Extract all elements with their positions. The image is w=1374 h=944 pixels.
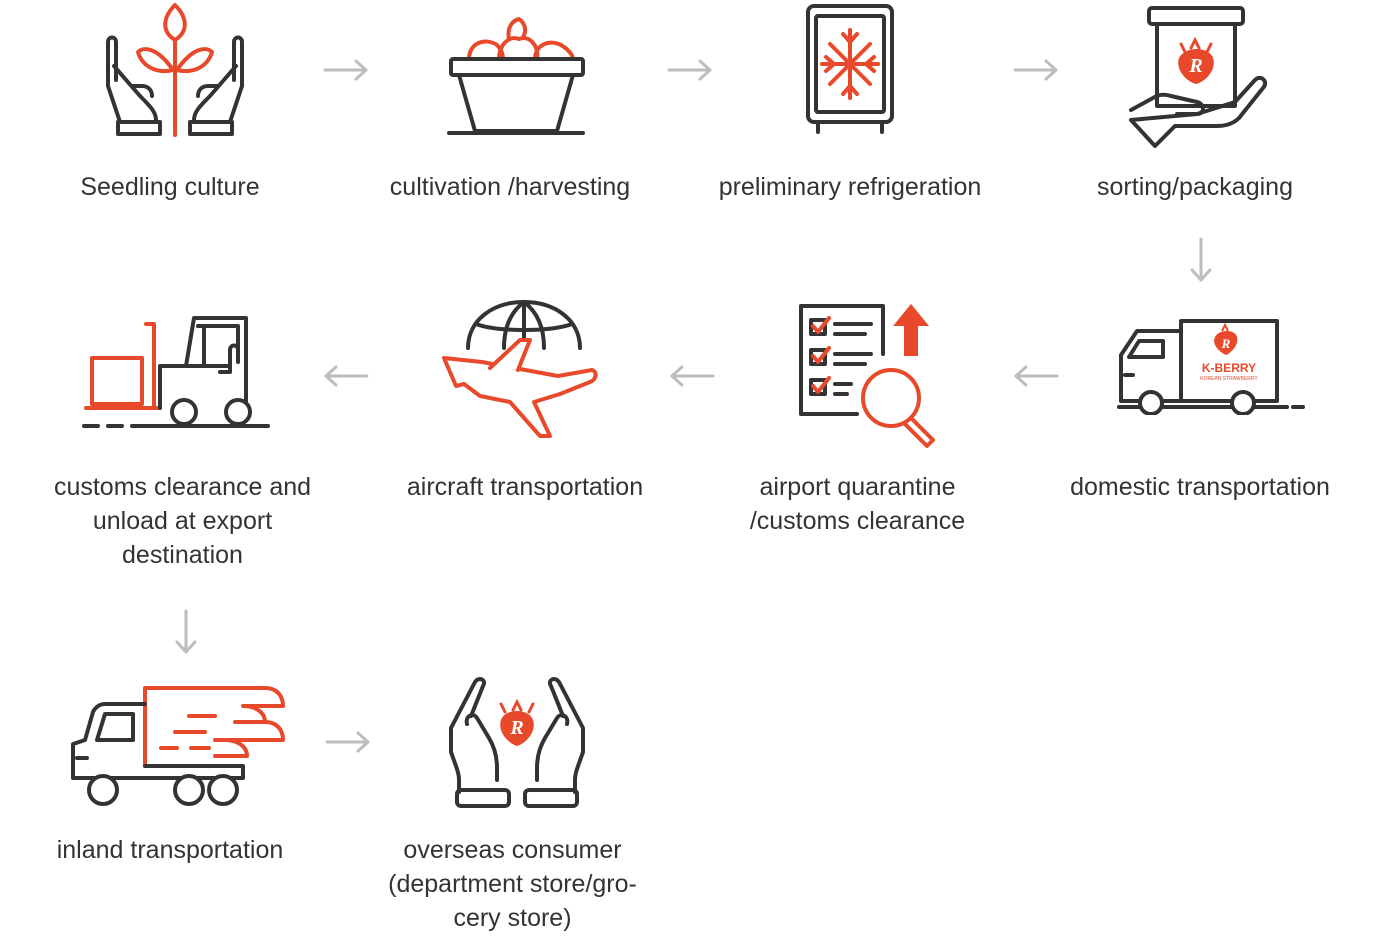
hands-strawberry-icon: R	[449, 677, 585, 808]
kberry-truck-icon: R K-BERRY KOREAN STRAWBERRY	[1117, 319, 1305, 415]
fast-truck-icon	[71, 686, 285, 806]
down-arrow-icon	[175, 609, 197, 654]
forklift-icon	[82, 316, 270, 428]
right-arrow-icon	[323, 59, 368, 81]
kberry-logo-icon: R	[1178, 36, 1214, 84]
step-label-seedling-culture: Seedling culture	[80, 173, 260, 201]
left-arrow-icon	[670, 365, 715, 387]
step-label-domestic-transportation: domestic transportation	[1070, 473, 1330, 501]
down-arrow-icon	[1190, 237, 1212, 282]
airplane-globe-icon	[442, 300, 598, 438]
plant-in-hands-icon	[106, 3, 244, 137]
svg-text:K-BERRY: K-BERRY	[1202, 361, 1256, 375]
kberry-logo-icon: R	[499, 698, 535, 746]
upload-arrow-icon	[893, 304, 929, 356]
right-arrow-icon	[1013, 59, 1058, 81]
step-label-preliminary-refrigeration: preliminary refrigeration	[718, 173, 982, 201]
step-label-airport-quarantine: airport quarantine /customs clearance	[749, 473, 966, 535]
kberry-logo-icon: R K-BERRY KOREAN STRAWBERRY	[1200, 322, 1258, 382]
step-label-aircraft-transportation: aircraft transportation	[406, 473, 644, 501]
step-label-overseas-consumer: overseas consumer (department store/gro-…	[388, 836, 637, 932]
svg-text:R: R	[1221, 336, 1231, 351]
step-label-customs-clearance-unload: customs clearance and unload at export d…	[53, 473, 312, 569]
refrigerator-snowflake-icon	[806, 4, 894, 134]
step-label-cultivation-harvesting: cultivation /harvesting	[389, 173, 631, 201]
package-in-hand-icon: R	[1129, 6, 1268, 148]
step-label-sorting-packaging: sorting/packaging	[1097, 173, 1293, 201]
fruit-basket-icon	[447, 17, 585, 135]
svg-text:R: R	[1188, 55, 1202, 77]
step-label-inland-transportation: inland transportation	[56, 836, 284, 864]
left-arrow-icon	[324, 365, 369, 387]
checklist-magnifier-icon	[799, 304, 935, 448]
right-arrow-icon	[325, 731, 370, 753]
right-arrow-icon	[667, 59, 712, 81]
svg-text:R: R	[509, 717, 523, 739]
left-arrow-icon	[1014, 365, 1059, 387]
svg-text:KOREAN STRAWBERRY: KOREAN STRAWBERRY	[1200, 376, 1258, 382]
